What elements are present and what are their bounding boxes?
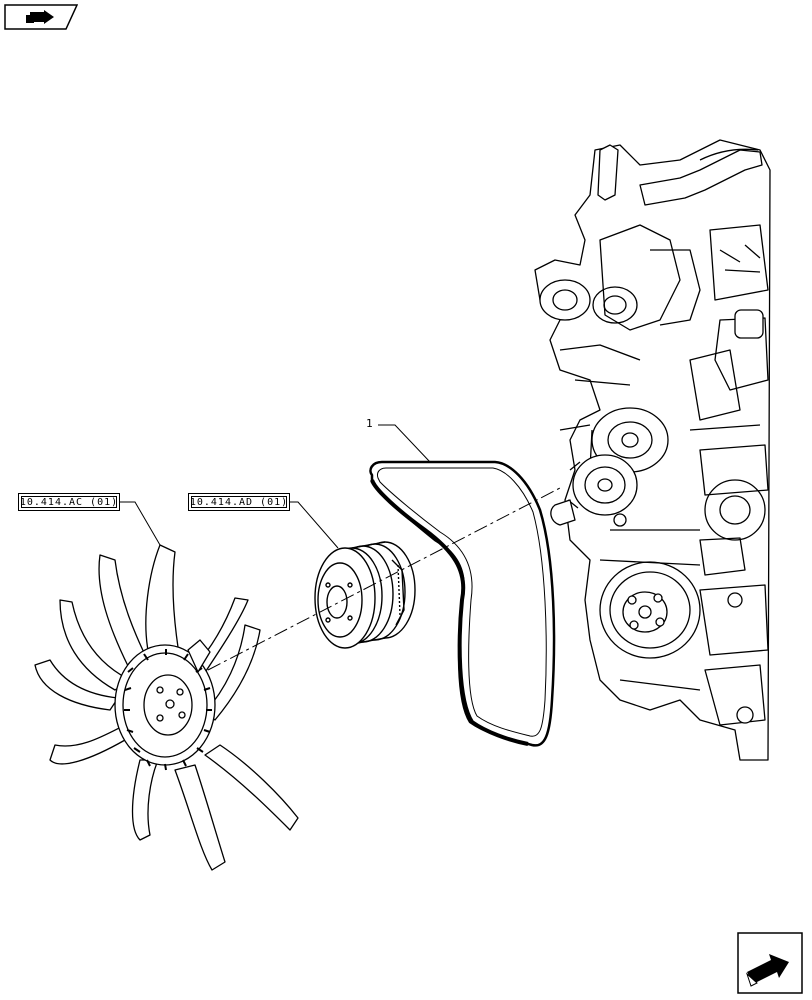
leader-lines	[120, 424, 431, 549]
ref-label-pulley[interactable]: 10.414.AD (01)	[188, 493, 290, 511]
alignment-axis-line	[207, 487, 561, 671]
fan-pulley	[314, 541, 416, 649]
cooling-fan	[34, 544, 299, 871]
next-nav-button[interactable]	[737, 932, 803, 994]
engine-block	[534, 139, 771, 761]
drive-belt	[369, 460, 556, 747]
ref-label-fan[interactable]: 10.414.AC (01)	[18, 493, 120, 511]
back-nav-button[interactable]	[4, 4, 79, 30]
book-back-arrow-icon	[4, 4, 79, 30]
callout-number-belt: 1	[366, 417, 373, 430]
next-page-arrow-icon	[737, 932, 803, 994]
